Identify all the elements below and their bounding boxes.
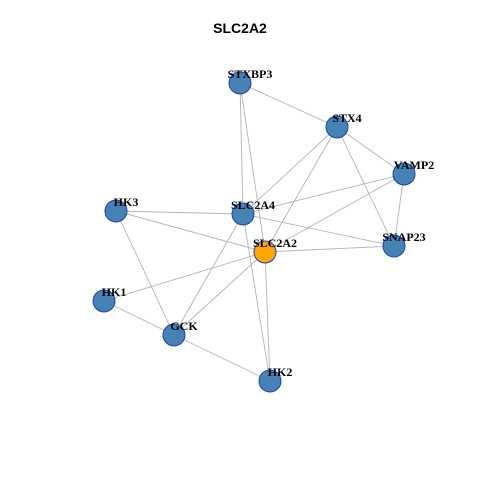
edge-vamp2-slc2a2 bbox=[264, 173, 405, 253]
edge-stxbp3-slc2a2 bbox=[239, 82, 266, 253]
edge-slc2a4-gck bbox=[173, 213, 244, 336]
node-label-gck: GCK bbox=[170, 319, 198, 333]
edge-slc2a4-snap23 bbox=[242, 213, 395, 247]
edge-vamp2-snap23 bbox=[393, 173, 405, 247]
node-hk3: HK3 bbox=[104, 195, 139, 223]
node-label-hk2: HK2 bbox=[268, 365, 293, 379]
edge-slc2a2-gck bbox=[173, 251, 266, 336]
node-circle-snap23 bbox=[382, 234, 406, 258]
edge-stxbp3-slc2a4 bbox=[239, 82, 244, 215]
node-circle-hk2 bbox=[258, 369, 282, 393]
edge-stx4-slc2a4 bbox=[242, 126, 338, 215]
node-stx4: STX4 bbox=[325, 111, 362, 139]
node-circle-stx4 bbox=[325, 115, 349, 139]
edge-slc2a2-hk1 bbox=[103, 251, 266, 302]
edge-stx4-snap23 bbox=[336, 126, 395, 247]
node-circle-vamp2 bbox=[392, 162, 416, 186]
node-label-hk3: HK3 bbox=[114, 195, 139, 209]
edge-stxbp3-stx4 bbox=[239, 82, 338, 128]
edge-stx4-slc2a2 bbox=[264, 126, 338, 253]
node-circle-hk1 bbox=[92, 289, 116, 313]
edge-slc2a4-hk2 bbox=[242, 213, 271, 382]
edge-slc2a2-hk2 bbox=[264, 251, 271, 382]
edge-vamp2-slc2a4 bbox=[242, 173, 405, 215]
node-stxbp3: STXBP3 bbox=[228, 67, 273, 95]
edge-hk1-gck bbox=[103, 300, 175, 336]
edge-hk3-slc2a4 bbox=[115, 210, 244, 215]
node-circle-slc2a2 bbox=[253, 240, 277, 264]
node-circle-slc2a4 bbox=[231, 202, 255, 226]
node-circle-gck bbox=[162, 323, 186, 347]
node-label-hk1: HK1 bbox=[102, 285, 127, 299]
edge-gck-hk2 bbox=[173, 334, 271, 382]
edge-hk3-gck bbox=[115, 210, 175, 336]
edge-slc2a2-snap23 bbox=[264, 245, 395, 253]
edge-hk3-slc2a2 bbox=[115, 210, 266, 253]
node-hk2: HK2 bbox=[258, 365, 293, 393]
node-label-slc2a4: SLC2A4 bbox=[231, 198, 275, 212]
node-gck: GCK bbox=[162, 319, 198, 347]
node-label-stx4: STX4 bbox=[332, 111, 361, 125]
node-label-snap23: SNAP23 bbox=[382, 230, 425, 244]
node-label-slc2a2: SLC2A2 bbox=[253, 236, 297, 250]
edge-layer bbox=[103, 82, 405, 382]
node-slc2a2: SLC2A2 bbox=[253, 236, 297, 264]
diagram-title: SLC2A2 bbox=[213, 20, 267, 36]
node-circle-hk3 bbox=[104, 199, 128, 223]
node-label-stxbp3: STXBP3 bbox=[228, 67, 273, 81]
node-slc2a4: SLC2A4 bbox=[231, 198, 275, 226]
node-snap23: SNAP23 bbox=[382, 230, 426, 258]
node-vamp2: VAMP2 bbox=[392, 158, 434, 186]
node-circle-stxbp3 bbox=[228, 71, 252, 95]
edge-stx4-vamp2 bbox=[336, 126, 405, 175]
node-label-vamp2: VAMP2 bbox=[394, 158, 434, 172]
node-hk1: HK1 bbox=[92, 285, 127, 313]
